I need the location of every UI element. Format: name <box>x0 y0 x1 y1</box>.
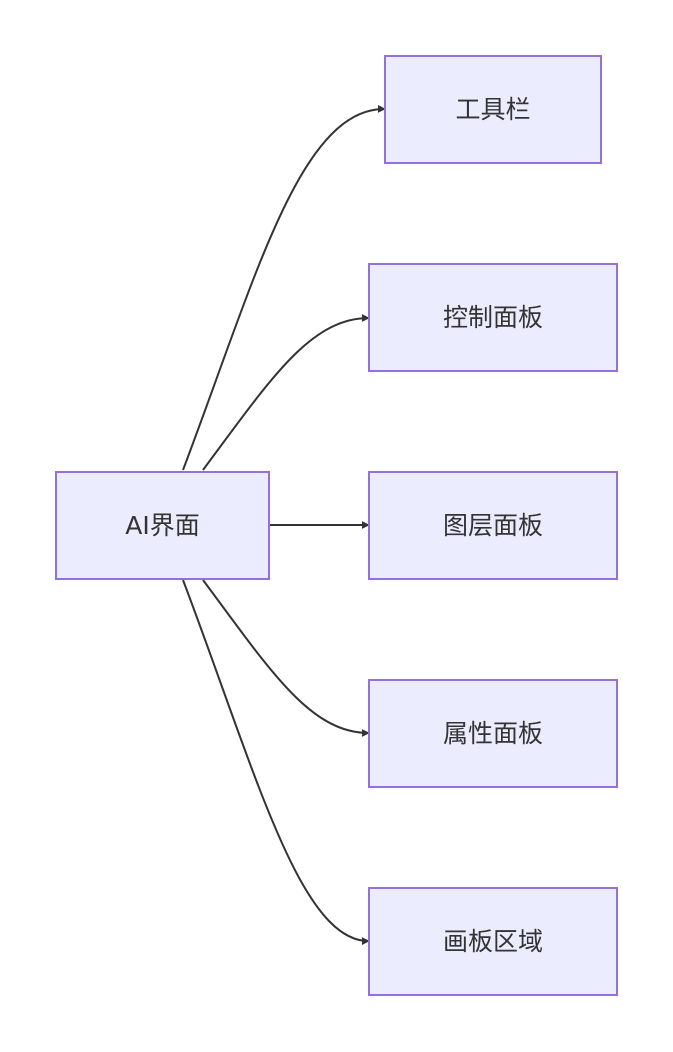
node-control-panel[interactable]: 控制面板 <box>368 263 618 372</box>
edge-root-to-toolbar <box>182 104 386 471</box>
node-root-label: AI界面 <box>125 511 199 540</box>
node-layers-panel[interactable]: 图层面板 <box>368 471 618 580</box>
node-layers-panel-label: 图层面板 <box>443 511 543 540</box>
node-toolbar-label: 工具栏 <box>455 95 530 124</box>
edge-root-to-properties-panel <box>202 579 370 737</box>
node-artboard-area[interactable]: 画板区域 <box>368 887 618 996</box>
node-artboard-area-label: 画板区域 <box>443 927 543 956</box>
edges <box>182 104 386 946</box>
edge-root-to-control-panel <box>202 314 370 471</box>
node-toolbar[interactable]: 工具栏 <box>384 55 602 164</box>
edge-root-to-artboard-area <box>182 579 370 946</box>
node-control-panel-label: 控制面板 <box>443 303 543 332</box>
node-properties-panel-label: 属性面板 <box>443 719 543 748</box>
node-root[interactable]: AI界面 <box>55 471 270 580</box>
node-properties-panel[interactable]: 属性面板 <box>368 679 618 788</box>
